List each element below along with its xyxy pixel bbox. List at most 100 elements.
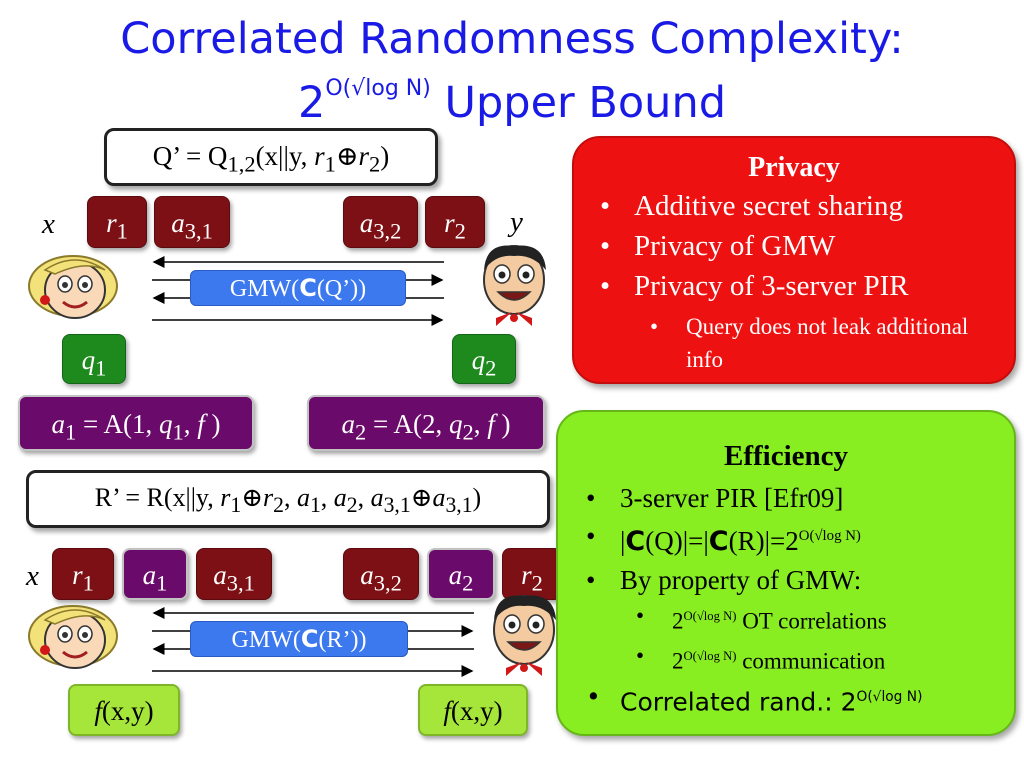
chip-main: q (81, 345, 96, 375)
reply-a31-sub: 3,1 (383, 493, 411, 518)
efficiency-item: 3-server PIR [Efr09] (586, 479, 994, 517)
reply-xor-1: ⊕ (241, 483, 263, 512)
subtitle-text: Upper Bound (430, 78, 727, 128)
eff-base: 2 (672, 648, 684, 674)
privacy-subitem: Query does not leak additional info (650, 310, 990, 376)
answer-a2: a2 = A(2, q2, f ) (307, 395, 545, 451)
chip-main: a (360, 560, 374, 590)
y-label-top: y (510, 206, 523, 238)
efficiency-item-correlated: Correlated rand.: 2O(√log N) (586, 678, 994, 721)
output-right: f(x,y) (418, 684, 528, 736)
a1-main: a (51, 409, 66, 439)
efficiency-panel: Efficiency 3-server PIR [Efr09] |C(Q)|=|… (556, 410, 1016, 736)
reply-r1-sub: 1 (230, 493, 242, 518)
output-args: (x,y) (101, 696, 154, 726)
a1-q-sub: 1 (172, 419, 184, 445)
gmw-circuit-c: C (299, 274, 317, 302)
chip-sub: 1 (156, 570, 168, 596)
chip-a32-top: a3,2 (343, 196, 418, 248)
a2-q-sub: 2 (462, 419, 474, 445)
efficiency-subitem: 2O(√log N) OT correlations (636, 599, 994, 639)
chip-main: a (359, 208, 374, 238)
a2-eq: = A(2, (366, 409, 449, 439)
chip-main: a (448, 560, 463, 590)
a1-sep: , (183, 409, 198, 439)
slide-subtitle: 2O(√log N) Upper Bound (0, 78, 1024, 125)
chip-r2-bottom: r2 (502, 548, 562, 600)
eff-base: 2 (672, 608, 684, 634)
privacy-item: Privacy of 3-server PIR (600, 266, 990, 306)
eff-exponent: O(√log N) (683, 609, 737, 623)
eff-exponent: O(√log N) (856, 689, 923, 706)
gmw-prefix: GMW( (229, 276, 300, 302)
chip-sub: 2 (462, 570, 474, 596)
chip-a2-bottom: a2 (427, 548, 495, 600)
chip-main: r (72, 560, 83, 590)
x-label-bottom: x (26, 560, 39, 592)
subtitle-exponent: O(√log N) (325, 76, 431, 101)
gmw-circuit-c: C (300, 625, 319, 653)
query-r2: r (358, 141, 370, 171)
query-r1: r (314, 141, 325, 171)
query-xor: ⊕ (335, 141, 359, 171)
chip-sub: 3,1 (226, 570, 255, 596)
reply-a31b-sub: 3,1 (445, 493, 473, 518)
reply-lhs: R’ = R(x||y, (94, 483, 221, 512)
a2-end: ) (494, 409, 511, 439)
a2-q: q (448, 409, 463, 439)
chip-q2: q2 (452, 334, 516, 384)
reply-a2: a (333, 483, 347, 512)
output-f: f (94, 696, 102, 726)
output-args: (x,y) (450, 696, 503, 726)
chip-sub: 1 (116, 218, 128, 244)
reply-xor-2: ⊕ (410, 483, 433, 512)
a2-sep: , (473, 409, 488, 439)
query-r1-sub: 1 (324, 151, 336, 177)
chip-main: r (444, 208, 455, 238)
chip-main: a (171, 208, 185, 238)
gmw-query-bar: GMW(C(Q’)) (190, 270, 406, 306)
eff-circuit-c: C (708, 526, 729, 557)
eff-exponent: O(√log N) (798, 528, 861, 544)
output-f: f (443, 696, 451, 726)
privacy-item: Privacy of GMW (600, 226, 990, 266)
query-sub: 1,2 (227, 151, 256, 177)
reply-sep-3: , (357, 483, 371, 512)
chip-sub: 1 (82, 570, 94, 596)
a1-sub: 1 (65, 419, 77, 445)
a1-q: q (158, 409, 173, 439)
reply-a1-sub: 1 (309, 493, 321, 518)
efficiency-item-circuit-size: |C(Q)|=|C(R)|=2O(√log N) (586, 517, 994, 561)
chip-a31-top: a3,1 (154, 196, 230, 248)
chip-a1-bottom: a1 (122, 548, 188, 600)
alice-icon (25, 600, 135, 674)
chip-a31-bottom: a3,1 (196, 548, 272, 600)
reply-sep-2: , (320, 483, 334, 512)
answer-a1: a1 = A(1, q1, f ) (18, 395, 254, 451)
eff-circuit-c: C (625, 526, 646, 557)
a2-f: f (487, 409, 495, 439)
reply-a31b: a (432, 483, 446, 512)
bob-icon (476, 590, 572, 678)
a2-sub: 2 (355, 419, 367, 445)
eff-text: (Q)|=| (645, 526, 709, 556)
chip-main: a (213, 560, 227, 590)
query-formula-box: Q’ = Q1,2(x||y, r1⊕r2) (104, 128, 438, 186)
chip-r2-top: r2 (425, 196, 485, 248)
privacy-heading: Privacy (748, 152, 840, 183)
gmw-prefix: GMW( (231, 627, 301, 653)
chip-sub: 1 (95, 355, 107, 381)
subtitle-base: 2 (297, 78, 326, 128)
reply-sep-1: , (283, 483, 297, 512)
chip-main: a (142, 560, 157, 590)
privacy-item: Additive secret sharing (600, 186, 990, 226)
reply-formula-box: R’ = R(x||y, r1⊕r2, a1, a2, a3,1⊕a3,1) (26, 470, 550, 528)
chip-sub: 3,2 (373, 218, 402, 244)
alice-icon (25, 250, 135, 324)
a1-f: f (197, 409, 205, 439)
eff-exponent: O(√log N) (683, 648, 737, 663)
a2-main: a (341, 409, 356, 439)
reply-r2-sub: 2 (273, 493, 284, 518)
chip-sub: 2 (485, 355, 497, 381)
title-line-1: Correlated Randomness Complexity: (120, 14, 904, 64)
